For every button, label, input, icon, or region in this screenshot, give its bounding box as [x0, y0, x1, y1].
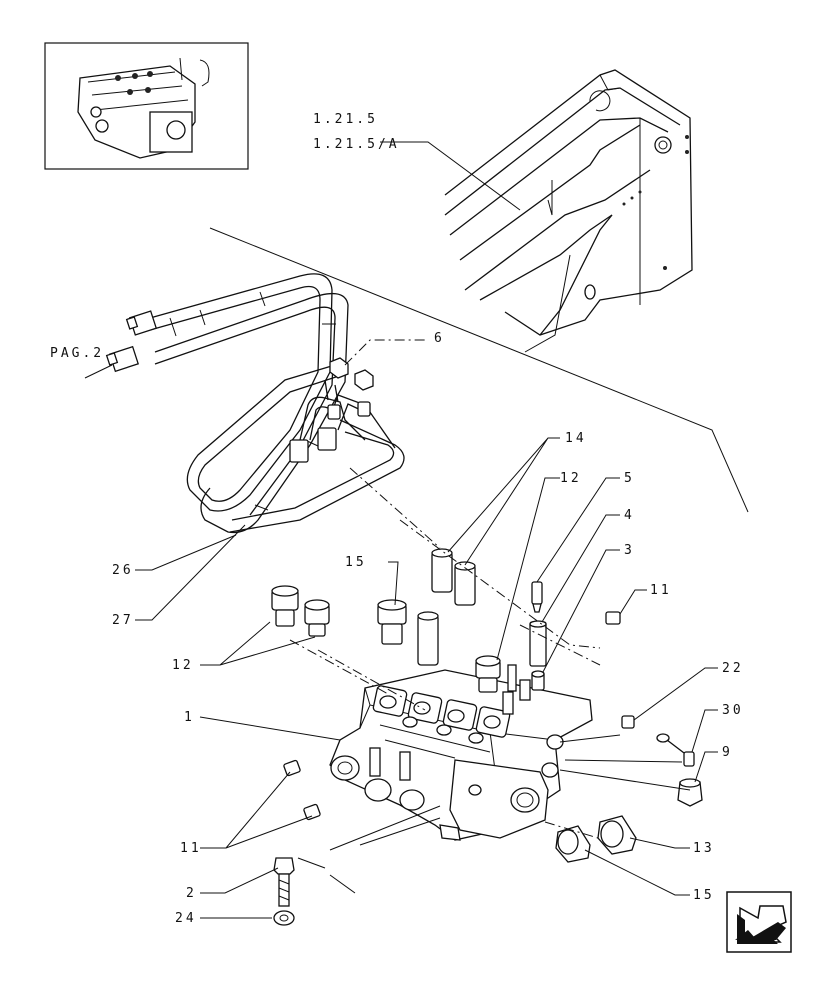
sensor-30 — [656, 733, 695, 767]
bolt-2 — [273, 857, 295, 907]
callout-1: 1 — [184, 710, 195, 725]
callout-9: 9 — [722, 745, 733, 760]
plug-9 — [677, 778, 703, 807]
hose-assembly — [84, 273, 405, 534]
arrow-left-down-icon[interactable] — [726, 891, 792, 953]
spool-sections — [372, 685, 511, 744]
thumbnail-valve-image — [77, 57, 210, 159]
callout-22: 22 — [722, 661, 744, 676]
callout-3: 3 — [624, 543, 635, 558]
callout-2: 2 — [186, 886, 197, 901]
tube-nut — [329, 357, 374, 391]
rigid-tube-set — [289, 339, 425, 463]
hose-end-fitting-lower — [105, 345, 140, 373]
callout-5: 5 — [624, 471, 635, 486]
callout-12-left: 12 — [172, 658, 194, 673]
reference-line-upper — [209, 227, 749, 513]
callout-13: 13 — [693, 841, 715, 856]
callout-15-upper: 15 — [345, 555, 367, 570]
leader-lines — [135, 437, 718, 919]
control-valve-body — [329, 664, 593, 841]
adapter-15-lower — [555, 825, 591, 863]
fitting-14-group — [417, 548, 476, 666]
thumbnail-inset — [44, 42, 249, 170]
callout-24: 24 — [175, 911, 197, 926]
loader-boom-frame — [444, 69, 693, 336]
reference-labels: 1.21.5 1.21.5/A PAG.2 — [50, 112, 400, 361]
callout-30: 30 — [722, 703, 744, 718]
callout-11-right: 11 — [650, 583, 672, 598]
callout-26: 26 — [112, 563, 134, 578]
hose-end-fitting-upper — [125, 310, 158, 336]
callout-labels: 6 14 12 5 4 3 11 15 26 27 12 1 22 30 9 1… — [112, 331, 744, 926]
fitting-12-group — [271, 585, 501, 693]
leader-ref-boom — [380, 141, 521, 211]
reference-line-boom — [524, 254, 571, 353]
fitting-15-upper — [377, 599, 407, 645]
callout-12-right: 12 — [560, 471, 582, 486]
washer-24 — [273, 910, 295, 926]
small-fittings — [529, 581, 635, 729]
ref-label-2: 1.21.5/A — [313, 137, 400, 152]
callout-14: 14 — [565, 431, 587, 446]
page-ref-label: PAG.2 — [50, 346, 104, 361]
callout-27: 27 — [112, 613, 134, 628]
callout-11-left: 11 — [180, 841, 202, 856]
adapter-13 — [597, 815, 637, 855]
callout-15-lower: 15 — [693, 888, 715, 903]
callout-6: 6 — [434, 331, 445, 346]
callout-4: 4 — [624, 508, 635, 523]
nipples-11 — [283, 759, 321, 821]
ref-label-1: 1.21.5 — [313, 112, 378, 127]
